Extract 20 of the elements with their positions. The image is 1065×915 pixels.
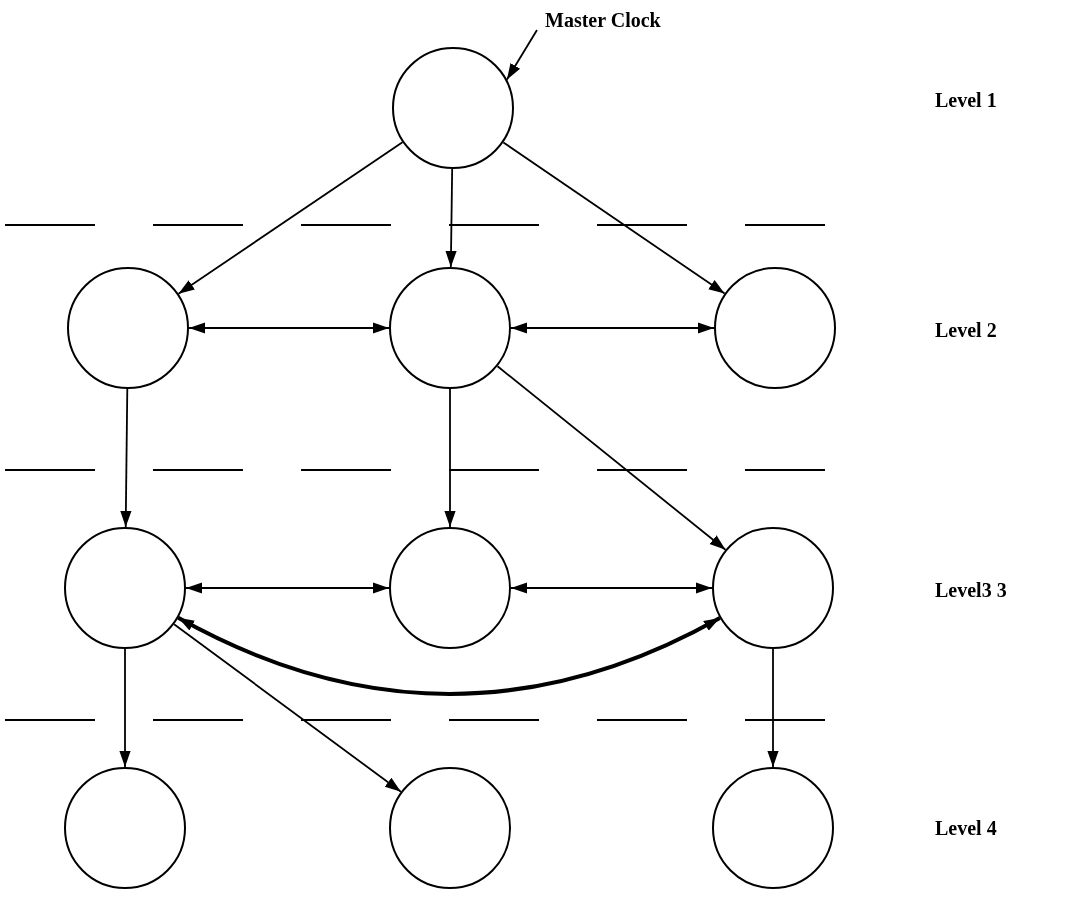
arrow — [496, 365, 727, 551]
level-label: Level3 3 — [935, 578, 1007, 603]
arrow — [510, 322, 715, 334]
arrow — [506, 29, 538, 81]
arrow — [767, 648, 779, 768]
arrow — [177, 141, 404, 295]
level-label: Level 2 — [935, 318, 997, 343]
arrow — [445, 168, 457, 268]
arrow — [444, 388, 456, 528]
arrow — [502, 141, 726, 295]
arrow — [119, 648, 131, 768]
level-label: Level 4 — [935, 816, 997, 841]
arrow — [185, 582, 390, 594]
arrow — [510, 582, 713, 594]
callout-text: Master Clock — [545, 6, 695, 34]
arrow — [120, 388, 132, 528]
arrow — [177, 616, 721, 696]
arrow — [188, 322, 390, 334]
level-label: Level 1 — [935, 88, 997, 113]
arrow — [173, 623, 402, 793]
